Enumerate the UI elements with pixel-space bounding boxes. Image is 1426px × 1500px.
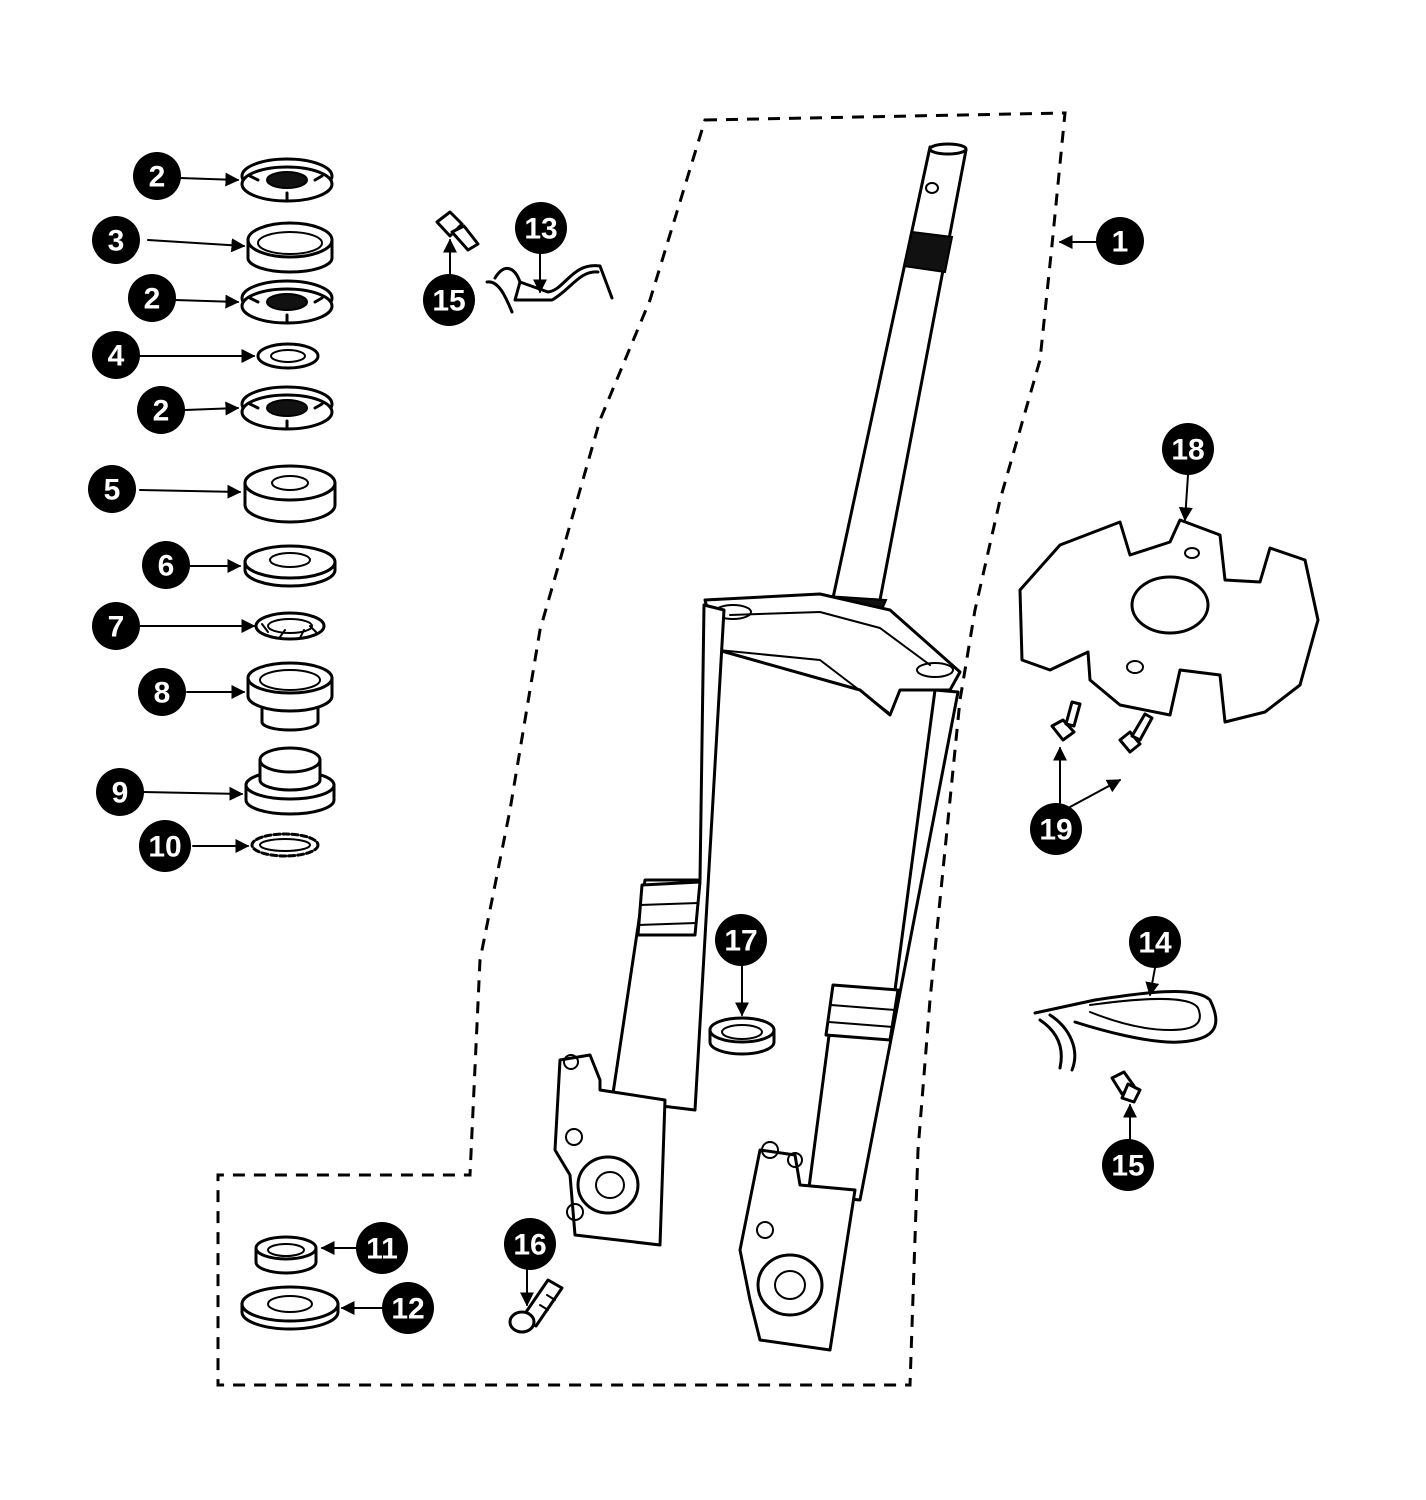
steering-stem: [831, 145, 968, 602]
callout-13-label: 13: [524, 213, 557, 246]
callout-11-label: 11: [366, 1233, 398, 1266]
left-fork-tube: [610, 603, 726, 1112]
callout-15-top-label: 15: [432, 285, 465, 318]
small-seal: [254, 1235, 318, 1275]
slotted-nut-top: [240, 157, 334, 203]
bolt-top: [435, 210, 480, 252]
bracket-plate: [1018, 518, 1320, 724]
callout-1-label: 1: [1112, 226, 1129, 259]
ball-bearing-ring: [250, 832, 320, 858]
callout-3: 3: [92, 216, 140, 264]
callout-7: 7: [92, 602, 140, 650]
callout-1: 1: [1096, 217, 1144, 265]
callout-4-label: 4: [108, 340, 125, 373]
fork-crown: [703, 592, 962, 717]
callout-19: 19: [1030, 803, 1082, 855]
callout-2-lower: 2: [137, 386, 185, 434]
callout-18-label: 18: [1171, 434, 1204, 467]
callout-2-lower-label: 2: [153, 395, 170, 428]
callout-9-label: 9: [112, 777, 129, 810]
callout-10-label: 10: [148, 831, 181, 864]
cable-clip: [485, 264, 614, 314]
callout-5: 5: [88, 465, 136, 513]
callout-10: 10: [139, 820, 191, 872]
callout-6-label: 6: [158, 550, 175, 583]
fork-assembly-boundary: [216, 111, 1067, 1387]
callout-8-label: 8: [154, 677, 171, 710]
callout-12: 12: [382, 1282, 434, 1334]
callout-12-label: 12: [391, 1293, 424, 1326]
callout-5-label: 5: [104, 474, 121, 507]
thick-washer: [243, 464, 337, 524]
callout-13: 13: [515, 202, 567, 254]
hose-clip: [1033, 989, 1218, 1072]
callout-16-label: 16: [513, 1229, 546, 1262]
leader-lines: [139, 172, 1193, 1315]
callout-18: 18: [1162, 423, 1214, 475]
callout-17-label: 17: [724, 925, 757, 958]
callout-19-label: 19: [1039, 814, 1072, 847]
callout-9: 9: [96, 768, 144, 816]
lock-washer: [256, 342, 320, 370]
front-fork: [553, 142, 968, 1352]
slotted-nut-middle: [240, 279, 334, 325]
callout-2-middle-label: 2: [144, 283, 161, 316]
axle-bolt: [508, 1278, 564, 1334]
bracket-bolts: [1050, 700, 1154, 754]
callout-6: 6: [142, 541, 190, 589]
callout-11: 11: [356, 1222, 408, 1274]
callout-14: 14: [1129, 916, 1181, 968]
bolt-right: [1110, 1070, 1142, 1104]
callout-15-right-label: 15: [1111, 1150, 1144, 1183]
flat-washer: [243, 544, 337, 588]
seal-washer: [240, 1285, 340, 1331]
slotted-nut-lower: [240, 385, 334, 431]
callout-4: 4: [92, 331, 140, 379]
upper-bearing-cup: [246, 661, 334, 732]
callout-8: 8: [138, 668, 186, 716]
callout-2-top: 2: [133, 152, 181, 200]
callout-14-label: 14: [1138, 927, 1172, 960]
callout-3-label: 3: [108, 225, 125, 258]
callout-7-label: 7: [108, 611, 125, 644]
callout-15-right: 15: [1102, 1139, 1154, 1191]
oil-seal: [708, 1016, 776, 1056]
callout-2-top-label: 2: [149, 161, 166, 194]
callout-15-top: 15: [423, 274, 475, 326]
callout-2-middle: 2: [128, 274, 176, 322]
lower-bearing-cone: [244, 746, 336, 816]
toothed-ring: [254, 611, 326, 641]
dust-cover-ring: [246, 221, 334, 274]
callout-17: 17: [715, 914, 767, 966]
callout-16: 16: [504, 1218, 556, 1270]
stem-thread-band: [902, 230, 954, 274]
